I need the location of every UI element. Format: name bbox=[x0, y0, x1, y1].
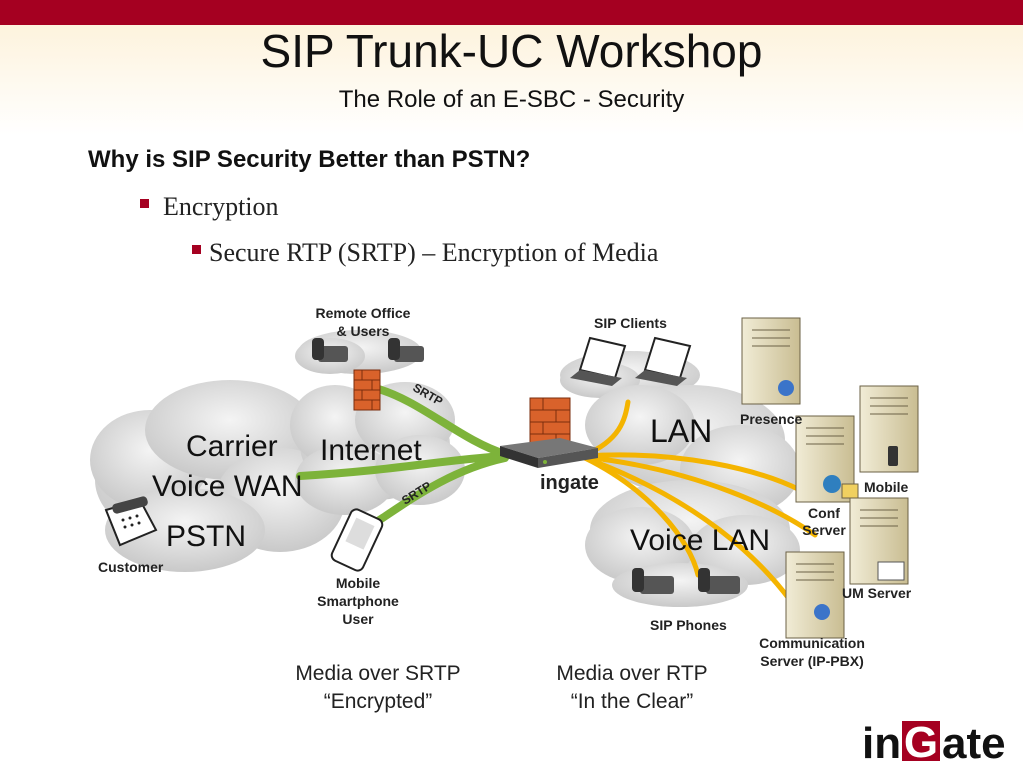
voice-wan-label: Voice WAN bbox=[152, 470, 303, 503]
title-band bbox=[0, 25, 1023, 135]
presence-label: Presence bbox=[740, 411, 802, 427]
slide-title: SIP Trunk-UC Workshop bbox=[260, 25, 763, 77]
customer-label: Customer bbox=[98, 559, 164, 575]
ingate-appliance-icon bbox=[500, 438, 598, 468]
conf-server-icon bbox=[795, 415, 859, 503]
remote-office-label-line1: Remote Office bbox=[316, 305, 411, 321]
caption-srtp-line1: Media over SRTP bbox=[295, 662, 460, 685]
slide-subtitle: The Role of an E-SBC - Security bbox=[338, 86, 685, 113]
mobile-server-icon bbox=[859, 385, 919, 473]
bullet-square-icon bbox=[140, 198, 149, 208]
presence-server-icon bbox=[741, 317, 801, 405]
um-server-label: UM Server bbox=[842, 585, 912, 601]
ingate-logo: in G ate bbox=[862, 718, 1006, 767]
comm-server-label-line2: Server (IP-PBX) bbox=[760, 653, 863, 669]
logo-g-box bbox=[902, 721, 940, 761]
voice-lan-label: Voice LAN bbox=[630, 524, 770, 557]
logo-prefix: in bbox=[862, 719, 901, 767]
logo-suffix: ate bbox=[942, 719, 1006, 767]
remote-office-label-line2: & Users bbox=[337, 323, 390, 339]
sip-phones-label: SIP Phones bbox=[650, 617, 727, 633]
communication-server-icon bbox=[785, 551, 845, 639]
section-heading: Why is SIP Security Better than PSTN? bbox=[88, 146, 531, 173]
laptop-icon bbox=[635, 336, 692, 386]
internet-label: Internet bbox=[320, 434, 422, 467]
laptop-icon bbox=[570, 336, 627, 386]
caption-rtp-line2: “In the Clear” bbox=[571, 690, 694, 713]
mobile-server-label: Mobile bbox=[864, 479, 909, 495]
remote-firewall-icon bbox=[353, 369, 381, 411]
conf-server-label-line1: Conf bbox=[808, 505, 840, 521]
bullet-srtp: Secure RTP (SRTP) – Encryption of Media bbox=[192, 238, 658, 268]
smartphone-icon bbox=[330, 508, 384, 572]
carrier-label: Carrier bbox=[186, 430, 278, 463]
um-server-icon bbox=[849, 497, 909, 585]
sip-phone-icon bbox=[632, 568, 674, 594]
remote-desk-phone-icon bbox=[388, 338, 424, 362]
pstn-label: PSTN bbox=[166, 520, 246, 553]
comm-server-label-line1: Communication bbox=[759, 635, 865, 651]
lan-label: LAN bbox=[650, 413, 712, 449]
bullet-encryption-text: Encryption bbox=[163, 192, 279, 221]
mobile-user-label-line3: User bbox=[342, 611, 374, 627]
bullet-encryption: Encryption bbox=[140, 192, 279, 222]
customer-telephone-icon bbox=[104, 496, 158, 547]
bullet-square-icon bbox=[192, 244, 201, 254]
mobile-user-label-line1: Mobile bbox=[336, 575, 381, 591]
caption-rtp-line1: Media over RTP bbox=[556, 662, 707, 685]
sip-phones-cloud bbox=[612, 563, 748, 607]
ingate-firewall-icon bbox=[529, 397, 571, 447]
caption-srtp-line2: “Encrypted” bbox=[324, 690, 433, 713]
sip-clients-label: SIP Clients bbox=[594, 315, 667, 331]
mobile-user-label-line2: Smartphone bbox=[317, 593, 399, 609]
remote-desk-phone-icon bbox=[312, 338, 348, 362]
sip-phone-icon bbox=[698, 568, 740, 594]
ingate-device-logo-text: ingate bbox=[540, 472, 599, 494]
bullet-srtp-text: Secure RTP (SRTP) – Encryption of Media bbox=[209, 238, 659, 267]
conf-server-label-line2: Server bbox=[802, 522, 846, 538]
srtp-links bbox=[296, 384, 509, 529]
top-red-bar bbox=[0, 0, 1023, 25]
logo-g-letter: G bbox=[904, 718, 938, 767]
ingate-device-logo: ingate bbox=[540, 472, 599, 494]
